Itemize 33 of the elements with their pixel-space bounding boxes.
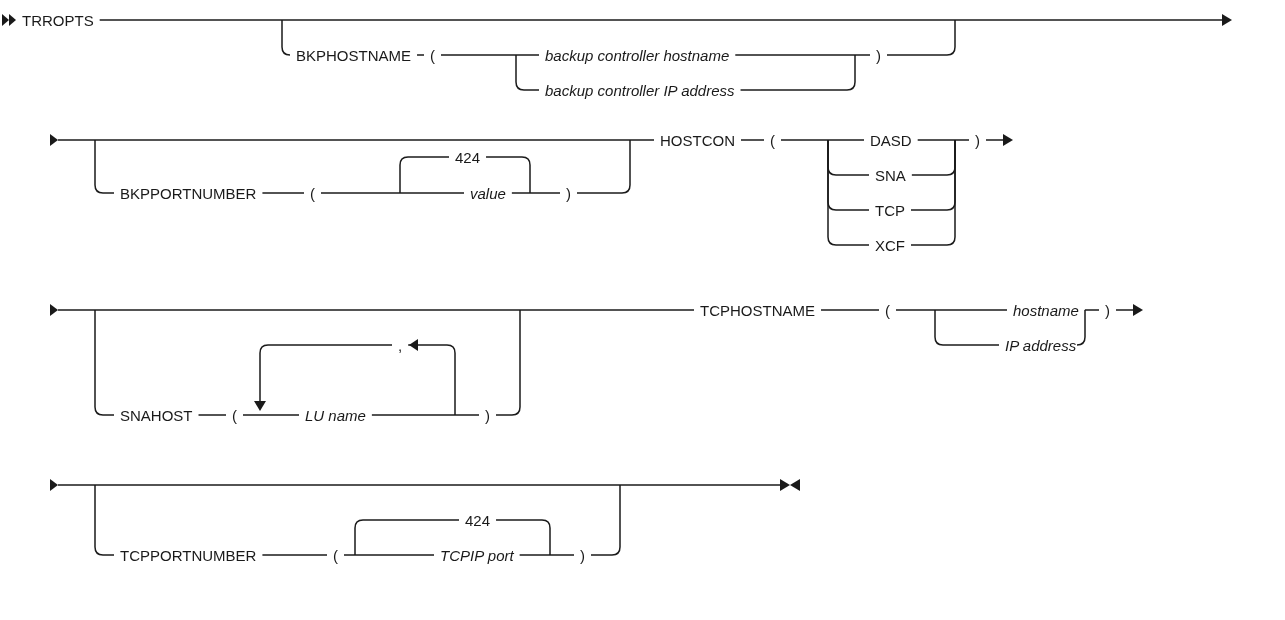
syntax-keyword: TRROPTS	[22, 12, 94, 28]
variable-name: backup controller hostname	[545, 47, 730, 63]
syntax-keyword: TCPPORTNUMBER	[120, 547, 257, 563]
punctuation: (	[430, 47, 435, 63]
punctuation: ,	[398, 337, 403, 353]
syntax-keyword: BKPPORTNUMBER	[120, 185, 257, 201]
punctuation: )	[1105, 302, 1110, 318]
syntax-keyword: SNA	[875, 167, 906, 183]
variable-name: IP address	[1005, 337, 1077, 353]
syntax-keyword: BKPHOSTNAME	[296, 47, 412, 63]
default-value: 424	[465, 512, 491, 528]
punctuation: )	[876, 47, 881, 63]
syntax-keyword: SNAHOST	[120, 407, 193, 423]
punctuation: (	[885, 302, 890, 318]
variable-name: TCPIP port	[440, 547, 514, 563]
syntax-keyword: TCPHOSTNAME	[700, 302, 815, 318]
variable-name: hostname	[1013, 302, 1079, 318]
punctuation: (	[333, 547, 338, 563]
syntax-keyword: TCP	[875, 202, 905, 218]
punctuation: )	[975, 132, 980, 148]
default-value: 424	[455, 149, 481, 165]
variable-name: LU name	[305, 407, 366, 423]
punctuation: (	[770, 132, 775, 148]
syntax-keyword: DASD	[870, 132, 912, 148]
punctuation: )	[580, 547, 585, 563]
syntax-keyword: HOSTCON	[660, 132, 735, 148]
syntax-keyword: XCF	[875, 237, 905, 253]
punctuation: (	[310, 185, 315, 201]
variable-name: value	[470, 185, 506, 201]
punctuation: (	[232, 407, 237, 423]
variable-name: backup controller IP address	[545, 82, 735, 98]
punctuation: )	[566, 185, 571, 201]
punctuation: )	[485, 407, 490, 423]
